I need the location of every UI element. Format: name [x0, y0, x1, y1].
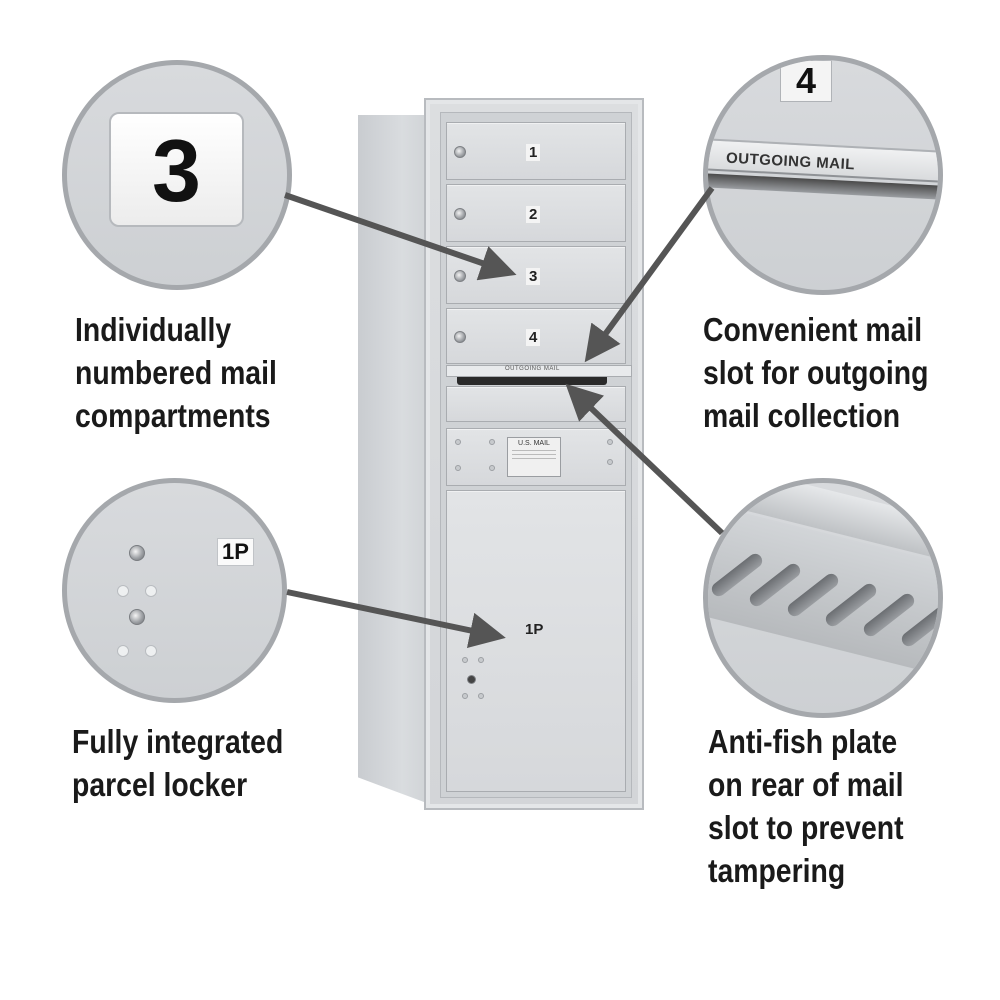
parcel-locker-door: 1P — [446, 490, 626, 792]
rivet-icon — [145, 645, 157, 657]
lock-icon — [467, 675, 476, 684]
door-number: 4 — [526, 329, 541, 346]
rivet-icon — [478, 693, 484, 699]
lock-icon — [454, 146, 466, 158]
caption-line: numbered mail — [75, 354, 277, 391]
caption-parcel-locker: Fully integrated parcel locker — [72, 720, 283, 806]
caption-line: on rear of mail — [708, 766, 904, 803]
plate-line — [512, 458, 556, 459]
plate-line — [512, 454, 556, 455]
lock-icon — [454, 331, 466, 343]
usmail-plate-label: U.S. MAIL — [518, 440, 550, 447]
rivet-icon — [117, 585, 129, 597]
outgoing-slot-opening — [457, 377, 607, 385]
caption-line: mail collection — [703, 397, 901, 434]
rivet-icon — [607, 439, 613, 445]
zoom-circle-parcel-locker: 1P — [62, 478, 287, 703]
rivet-icon — [478, 657, 484, 663]
caption-line: compartments — [75, 397, 271, 434]
door-number: 1 — [526, 144, 541, 161]
outgoing-slot-label: OUTGOING MAIL — [505, 366, 560, 372]
door-number: 2 — [526, 206, 541, 223]
rivet-icon — [489, 439, 495, 445]
plate-line — [512, 450, 556, 451]
caption-line: Individually — [75, 311, 232, 348]
caption-line: tampering — [708, 852, 846, 889]
compartment-door-1: 1 — [446, 122, 626, 180]
compartment-door-2: 2 — [446, 184, 626, 242]
rivet-icon — [489, 465, 495, 471]
compartment-door-4: 4 — [446, 308, 626, 364]
parcel-label-tag: 1P — [217, 538, 254, 566]
door-number: 3 — [526, 268, 541, 285]
mailbox-side-panel — [358, 115, 432, 805]
caption-line: Anti-fish plate — [708, 723, 898, 760]
rivet-icon — [462, 693, 468, 699]
rivet-icon — [117, 645, 129, 657]
number-tag: 3 — [109, 112, 244, 227]
rivet-icon — [145, 585, 157, 597]
zoom-circle-outgoing-slot: 4 OUTGOING MAIL — [703, 55, 943, 295]
rivet-icon — [607, 459, 613, 465]
caption-line: slot for outgoing — [703, 354, 929, 391]
lock-icon — [454, 270, 466, 282]
usmail-plate: U.S. MAIL — [507, 437, 561, 477]
caption-numbered-compartments: Individually numbered mail compartments — [75, 308, 277, 437]
zoom-circle-number-tag: 3 — [62, 60, 292, 290]
lock-icon — [129, 545, 145, 561]
caption-antifish-plate: Anti-fish plate on rear of mail slot to … — [708, 720, 904, 892]
caption-outgoing-slot: Convenient mail slot for outgoing mail c… — [703, 308, 928, 437]
outgoing-slot-strip — [446, 365, 632, 377]
lock-icon — [129, 609, 145, 625]
caption-line: Fully integrated — [72, 723, 284, 760]
parcel-door-label: 1P — [525, 621, 544, 638]
caption-line: slot to prevent — [708, 809, 904, 846]
caption-line: parcel locker — [72, 766, 248, 803]
lock-icon — [454, 208, 466, 220]
compartment-door-3: 3 — [446, 246, 626, 304]
rivet-icon — [462, 657, 468, 663]
caption-line: Convenient mail — [703, 311, 923, 348]
rivet-icon — [455, 439, 461, 445]
zoom-circle-antifish-plate — [703, 478, 943, 718]
rivet-icon — [455, 465, 461, 471]
slot-panel — [446, 386, 626, 422]
outgoing-number-tag: 4 — [780, 60, 832, 102]
